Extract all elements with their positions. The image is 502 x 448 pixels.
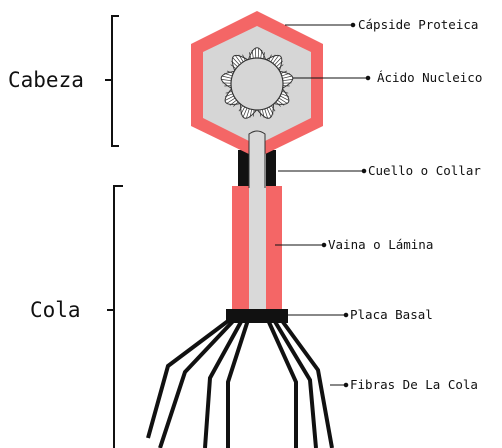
tail-fibers [148, 318, 332, 448]
tail-core [249, 186, 266, 312]
base-plate-label: Placa Basal [350, 307, 433, 322]
nucleic-acid-hatch [258, 48, 259, 58]
tail-fiber [205, 320, 242, 448]
fibers-label: Fibras De La Cola [350, 377, 478, 392]
collar-label: Cuello o Collar [368, 163, 481, 178]
tail-fiber [160, 318, 236, 448]
head-bracket [105, 16, 119, 146]
tail-fiber [280, 318, 332, 448]
nucleic-acid-label: Ácido Nucleico [377, 70, 482, 85]
sheath-label: Vaina o Lámina [328, 237, 433, 252]
tail-bracket [107, 186, 123, 448]
capsid-label: Cápside Proteica [358, 17, 478, 32]
tail-section-label: Cola [30, 298, 81, 322]
nucleic-acid-ring [231, 58, 283, 110]
head-section-label: Cabeza [8, 68, 84, 92]
tail-fiber [268, 320, 296, 448]
base-plate [226, 309, 288, 323]
core-tube [249, 131, 265, 188]
nucleic-acid-hatch [255, 48, 256, 58]
